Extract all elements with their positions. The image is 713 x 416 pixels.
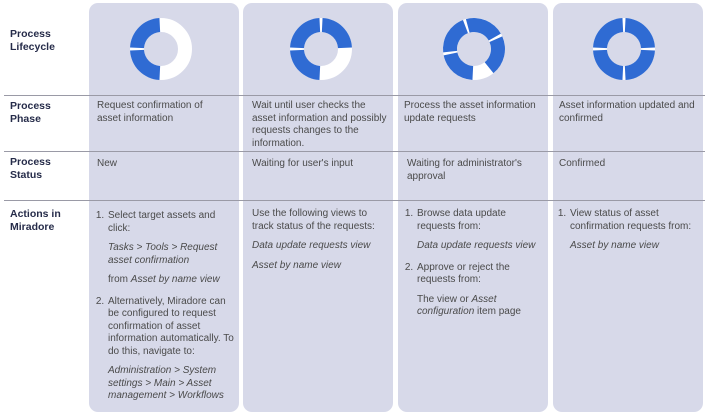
action-text: Use the following views to track status … (252, 208, 375, 232)
cycle-arrow-segment (290, 18, 321, 49)
cycle-arrow-segment (624, 18, 655, 49)
view-name: Asset by name view (130, 274, 220, 285)
menu-path: Tasks > Tools > Request asset confirmati… (108, 242, 218, 266)
cycle-arrow-segment (593, 49, 624, 80)
status-cell-3: Waiting for administrator's approval (407, 158, 522, 182)
phase-cell-1: Request confirmation of asset informatio… (97, 100, 203, 124)
action-step: View status of asset confirmation reques… (569, 208, 697, 253)
phase-cell-3: Process the asset information update req… (404, 100, 536, 124)
row-label-phase: Process Phase (10, 100, 51, 125)
view-name: Data update requests view (417, 240, 536, 251)
action-step: Browse data update requests from: Data u… (416, 208, 544, 253)
cycle-arrow-segment (130, 18, 161, 49)
actions-cell-3: Browse data update requests from: Data u… (404, 208, 544, 328)
actions-cell-1: Select target assets and click: Tasks > … (95, 210, 239, 412)
cycle-arrow-segment (593, 18, 624, 49)
status-cell-1: New (97, 158, 118, 169)
row-separator (4, 200, 705, 201)
lifecycle-donut-1 (130, 18, 192, 80)
cycle-track (593, 18, 655, 80)
action-text: Select target assets and click: (108, 210, 216, 234)
lifecycle-donut-4 (593, 18, 655, 80)
action-step: Approve or reject the requests from: The… (416, 262, 544, 319)
status-cell-4: Confirmed (559, 158, 606, 169)
view-name: Asset configuration (417, 293, 497, 318)
action-text: from (108, 274, 131, 285)
lifecycle-donut-3 (443, 18, 505, 80)
view-name: Asset by name view (252, 259, 341, 271)
view-name: Data update requests view (252, 240, 371, 251)
cycle-track (130, 18, 192, 80)
action-text: View status of asset confirmation reques… (570, 208, 692, 232)
view-name: Asset by name view (570, 240, 659, 251)
action-step: Select target assets and click: Tasks > … (107, 210, 239, 287)
cycle-arrow-segment (443, 52, 474, 80)
row-separator (4, 151, 705, 152)
cycle-arrow-segment (465, 18, 501, 41)
phase-cell-2: Wait until user checks the asset informa… (252, 100, 387, 149)
action-text: item page (474, 306, 521, 317)
action-text: Alternatively, Miradore can be configure… (108, 295, 234, 357)
menu-path: Administration > System settings > Main … (108, 365, 224, 401)
action-text: The view or (417, 293, 472, 305)
cycle-arrow-segment (443, 20, 468, 53)
row-label-status: Process Status (10, 156, 51, 181)
cycle-track (290, 18, 352, 80)
lifecycle-donut-2 (290, 18, 352, 80)
row-label-lifecycle: Process Lifecycle (10, 28, 55, 53)
cycle-arrow-segment (484, 36, 505, 74)
action-step: Alternatively, Miradore can be configure… (107, 296, 239, 403)
cycle-arrow-segment (130, 49, 161, 80)
phase-cell-4: Asset information updated and confirmed (559, 100, 695, 124)
row-separator (4, 95, 705, 96)
cycle-arrow-segment (321, 18, 352, 49)
actions-cell-2: Use the following views to track status … (252, 208, 387, 272)
cycle-arrow-segment (290, 49, 321, 80)
actions-cell-4: View status of asset confirmation reques… (557, 208, 697, 262)
cycle-arrow-segment (624, 49, 655, 80)
action-text: Browse data update requests from: (417, 208, 506, 232)
action-text: Approve or reject the requests from: (417, 261, 510, 286)
status-cell-2: Waiting for user's input (252, 158, 354, 169)
row-label-actions: Actions in Miradore (10, 208, 61, 233)
